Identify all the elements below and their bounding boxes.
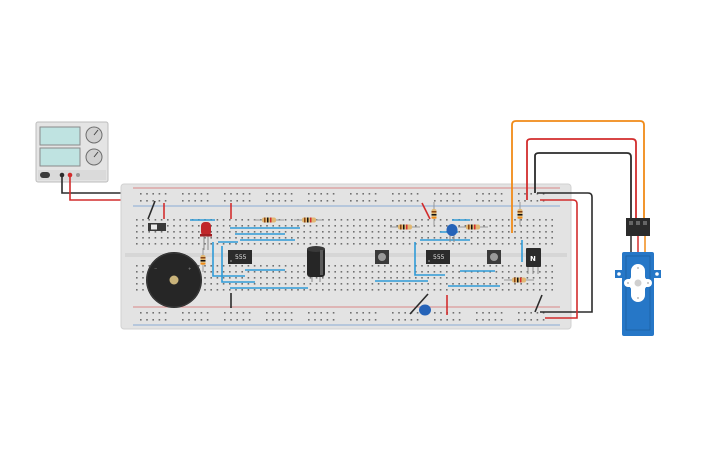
servo-wire-black[interactable] bbox=[534, 152, 632, 226]
servo-motor-icon[interactable] bbox=[615, 218, 661, 336]
timer-ic-1[interactable]: 555 bbox=[228, 250, 252, 264]
wire-black-4[interactable] bbox=[534, 294, 543, 313]
timer-ic-2-label: 555 bbox=[433, 254, 445, 261]
electrolytic-capacitor[interactable] bbox=[307, 246, 325, 282]
resistors[interactable] bbox=[200, 202, 535, 283]
push-button-2[interactable] bbox=[487, 250, 501, 264]
breadboard-holes bbox=[136, 193, 553, 321]
svg-text:−: − bbox=[154, 266, 157, 271]
jumper-wires[interactable] bbox=[190, 219, 523, 289]
wire-red-3[interactable] bbox=[421, 202, 431, 220]
mosfet-transistor[interactable]: N bbox=[526, 248, 541, 274]
push-button-1[interactable] bbox=[375, 250, 389, 264]
led-red-icon[interactable] bbox=[200, 222, 212, 250]
timer-ic-1-label: 555 bbox=[235, 254, 247, 261]
servo-wire-red[interactable] bbox=[526, 138, 637, 226]
timer-ic-2[interactable]: 555 bbox=[426, 250, 450, 264]
piezo-buzzer-icon[interactable]: − + bbox=[146, 252, 202, 308]
power-supply-display-current bbox=[39, 147, 81, 167]
slide-switch[interactable] bbox=[148, 223, 166, 231]
ceramic-capacitor-2[interactable] bbox=[419, 304, 431, 316]
ceramic-capacitor-1[interactable] bbox=[446, 224, 458, 242]
wire-black-3[interactable] bbox=[409, 293, 429, 315]
mosfet-label: N bbox=[530, 255, 536, 263]
servo-wire-orange[interactable] bbox=[511, 120, 645, 233]
servo-return-black[interactable] bbox=[537, 192, 593, 313]
power-supply[interactable] bbox=[35, 121, 109, 183]
wire-black-1[interactable] bbox=[147, 200, 156, 220]
svg-text:+: + bbox=[188, 266, 191, 271]
servo-return-red[interactable] bbox=[540, 199, 578, 319]
power-switch-icon[interactable] bbox=[40, 172, 50, 178]
power-supply-display-voltage bbox=[39, 126, 81, 146]
